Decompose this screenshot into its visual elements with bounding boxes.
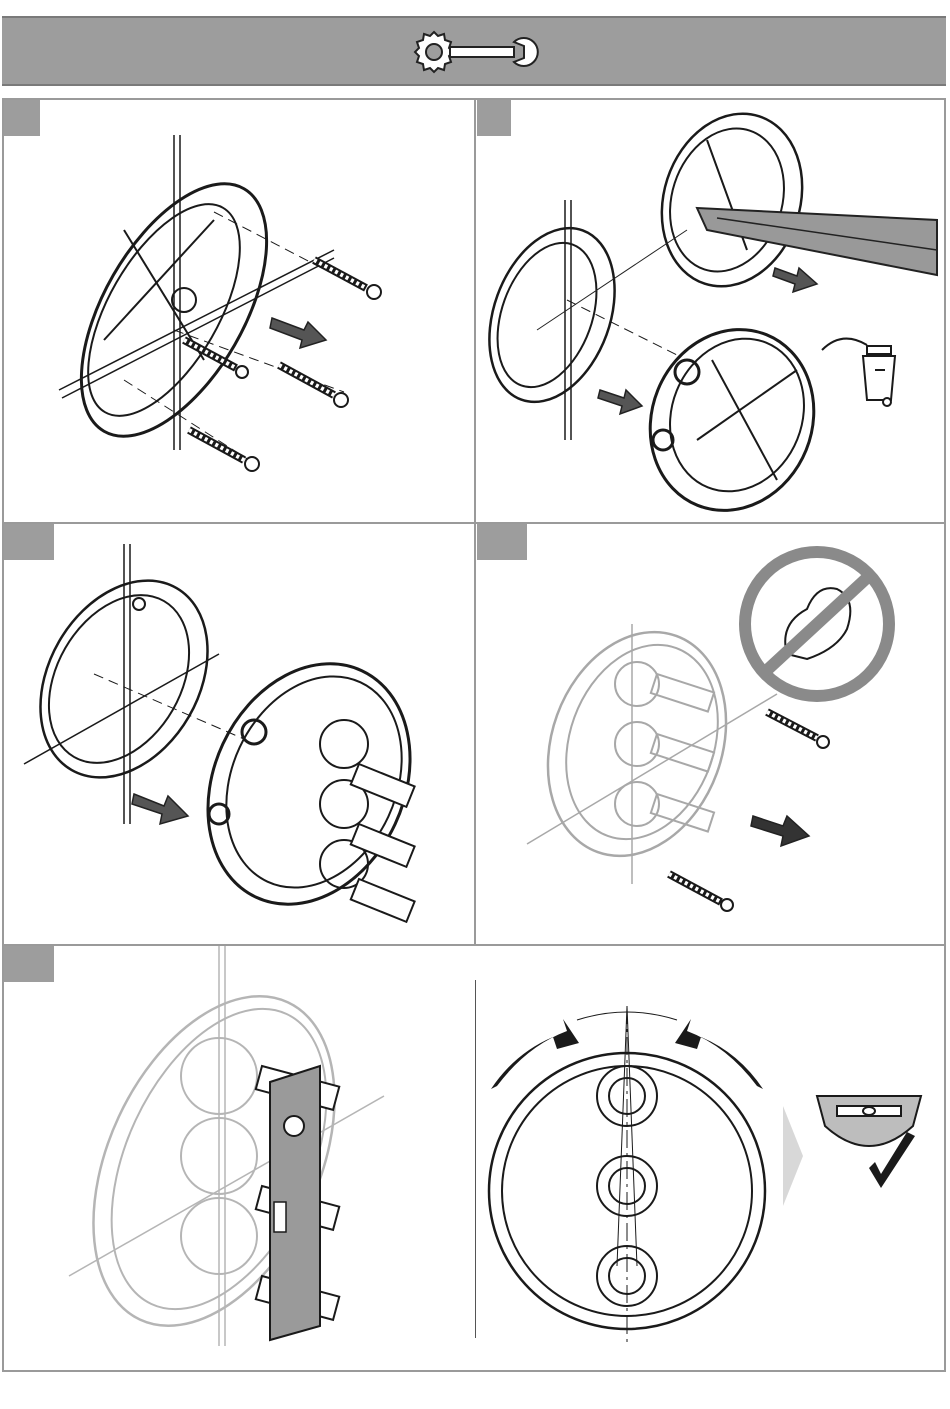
fit-cover-diagram <box>4 524 474 944</box>
header-band <box>2 16 946 86</box>
level-alignment-diagram <box>477 946 944 1370</box>
trash-bin-icon <box>863 346 895 406</box>
remove-screws-diagram <box>4 100 474 522</box>
wrench-icon <box>410 28 540 76</box>
grid-divider-vertical-lower <box>475 980 476 1338</box>
fasten-screws-no-force-diagram <box>477 524 944 944</box>
cut-cover-diagram <box>477 100 944 522</box>
no-force-icon <box>745 552 889 696</box>
spacer-gauge-diagram <box>4 946 474 1370</box>
